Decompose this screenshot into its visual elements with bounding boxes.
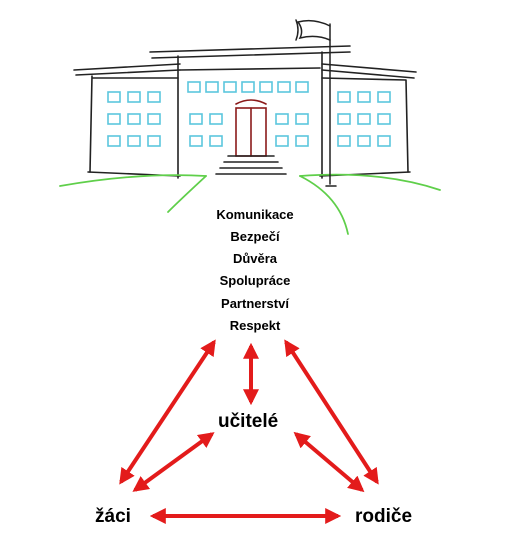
node-teachers: učitelé — [218, 411, 279, 432]
arrow-teachers-pupils — [132, 432, 215, 492]
node-parents: rodiče — [355, 506, 413, 527]
value-partnerstvi: Partnerství — [221, 296, 289, 311]
value-respekt: Respekt — [229, 318, 281, 333]
arrow-teachers-parents — [293, 431, 365, 493]
value-bezpeci: Bezpečí — [230, 229, 280, 244]
arrow-respekt-parents — [284, 339, 379, 485]
value-duvera: Důvěra — [232, 251, 278, 266]
flag-icon — [295, 19, 337, 187]
value-komunikace: Komunikace — [216, 207, 294, 222]
value-spoluprace: Spolupráce — [219, 273, 291, 288]
arrow-respekt-pupils — [119, 339, 216, 485]
school-building-icon — [73, 45, 417, 179]
grass-lines — [59, 173, 441, 235]
building-windows — [107, 81, 391, 147]
node-pupils: žáci — [95, 506, 131, 527]
relationship-arrows — [119, 339, 379, 524]
